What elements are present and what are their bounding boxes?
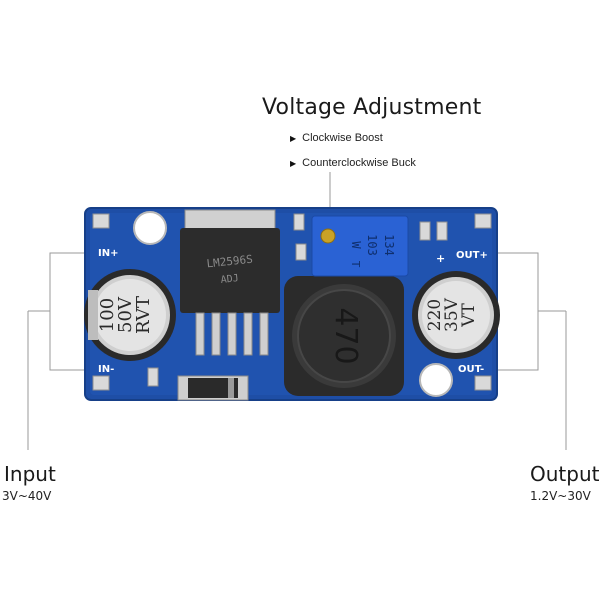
bullet-arrow-icon: ▶ xyxy=(290,133,297,143)
out-minus-label: OUT- xyxy=(458,364,484,375)
input-range: 3V~40V xyxy=(2,489,52,503)
output-capacitor: 220 35V VT xyxy=(412,271,500,359)
potentiometer[interactable]: W 103 134 T xyxy=(311,215,409,277)
chip-label: LM2596S xyxy=(206,253,253,271)
mounting-hole xyxy=(419,363,453,397)
input-capacitor: 100 50V RVT xyxy=(84,269,176,361)
cap-left-line: RVT xyxy=(133,296,154,334)
regulator-chip: LM2596S ADJ xyxy=(180,209,280,356)
in-plus-label: IN+ xyxy=(98,248,118,259)
cap-left-line: 50V xyxy=(115,296,136,333)
bullet-clockwise: ▶ Clockwise Boost xyxy=(290,132,383,144)
diode xyxy=(177,375,249,401)
cap-left-line: 100 xyxy=(97,298,118,332)
chip-label: ADJ xyxy=(220,273,239,286)
smd-components xyxy=(293,213,307,261)
voltage-adjustment-heading: Voltage Adjustment xyxy=(262,95,482,120)
pot-label: 103 xyxy=(365,234,379,256)
bullet-label: Counterclockwise Buck xyxy=(302,157,416,169)
pot-label: 134 xyxy=(382,234,396,256)
bullet-label: Clockwise Boost xyxy=(302,132,383,144)
cap-right-line: VT xyxy=(459,303,479,328)
inductor: 470 xyxy=(284,276,404,396)
output-range: 1.2V~30V xyxy=(530,489,591,503)
in-minus-label: IN- xyxy=(98,364,114,375)
inductor-label: 470 xyxy=(328,307,363,364)
pot-mark: W xyxy=(349,241,363,249)
cap-right-line: 220 xyxy=(425,299,445,331)
input-title: Input xyxy=(4,462,56,486)
callout-lines xyxy=(27,172,567,450)
bullet-counterclockwise: ▶ Counterclockwise Buck xyxy=(290,157,416,169)
plus-mark: + xyxy=(436,252,445,265)
pot-mark: T xyxy=(349,261,362,268)
mounting-hole xyxy=(133,211,167,245)
bullet-arrow-icon: ▶ xyxy=(290,158,297,168)
out-plus-label: OUT+ xyxy=(456,250,488,261)
cap-right-line: 35V xyxy=(442,297,462,332)
output-title: Output xyxy=(530,462,600,486)
